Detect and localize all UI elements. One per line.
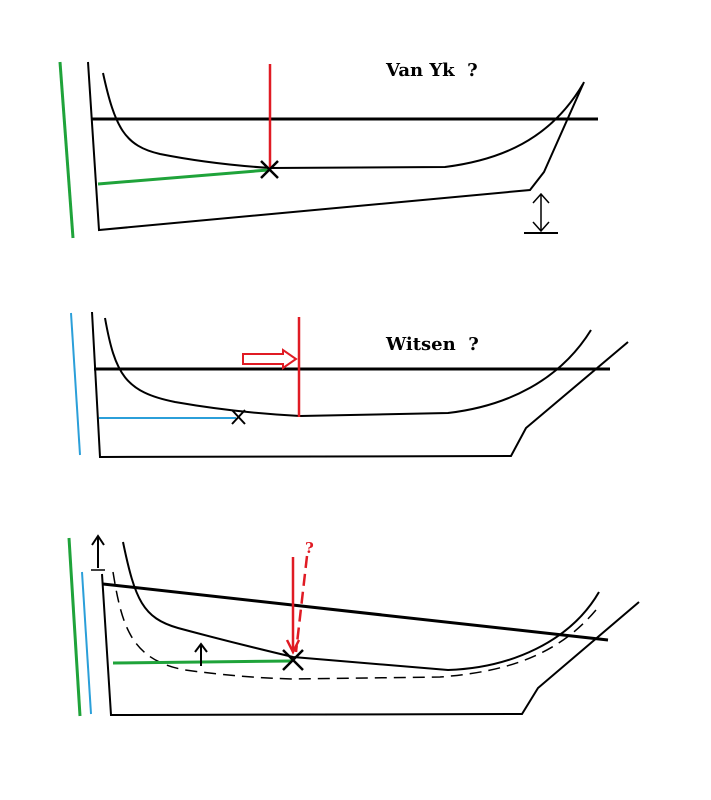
panel3-up-arrow-post	[91, 534, 105, 571]
panel3-sloped-waterline	[102, 582, 609, 642]
panel1-label: Van Yk ?	[385, 60, 478, 81]
panel3-blue-post	[81, 571, 92, 715]
panel3-section-curve	[122, 541, 600, 672]
panel1-cross-mark	[260, 160, 279, 179]
panel3-red-dashed-line	[294, 555, 309, 653]
panel3-hull-outline	[101, 573, 640, 717]
panel1-hull-outline	[87, 61, 585, 232]
panel1-section-curve	[102, 72, 584, 170]
panel1-green-line	[97, 168, 269, 186]
panel2-cross-mark	[231, 409, 246, 425]
panel2-hull-outline	[91, 311, 629, 459]
panel3-cross-mark	[282, 649, 304, 671]
panel-witsen: Witsen ?	[70, 311, 629, 459]
panel3-green-post	[67, 537, 82, 717]
panel3-up-arrow-small	[194, 642, 208, 666]
panel2-section-curve	[104, 317, 592, 418]
panel3-dashed-curve	[112, 571, 601, 680]
panel-combined: ?	[67, 534, 640, 717]
panel-van-yk: Van Yk ?	[58, 60, 598, 239]
panel2-label: Witsen ?	[385, 334, 479, 355]
panel2-blue-post	[70, 312, 81, 456]
panel1-double-arrow	[524, 192, 558, 234]
panel1-green-post	[58, 61, 75, 239]
panel2-red-arrow	[242, 348, 298, 370]
panel3-question-mark: ?	[305, 539, 314, 557]
panel3-red-arrow	[285, 557, 301, 655]
